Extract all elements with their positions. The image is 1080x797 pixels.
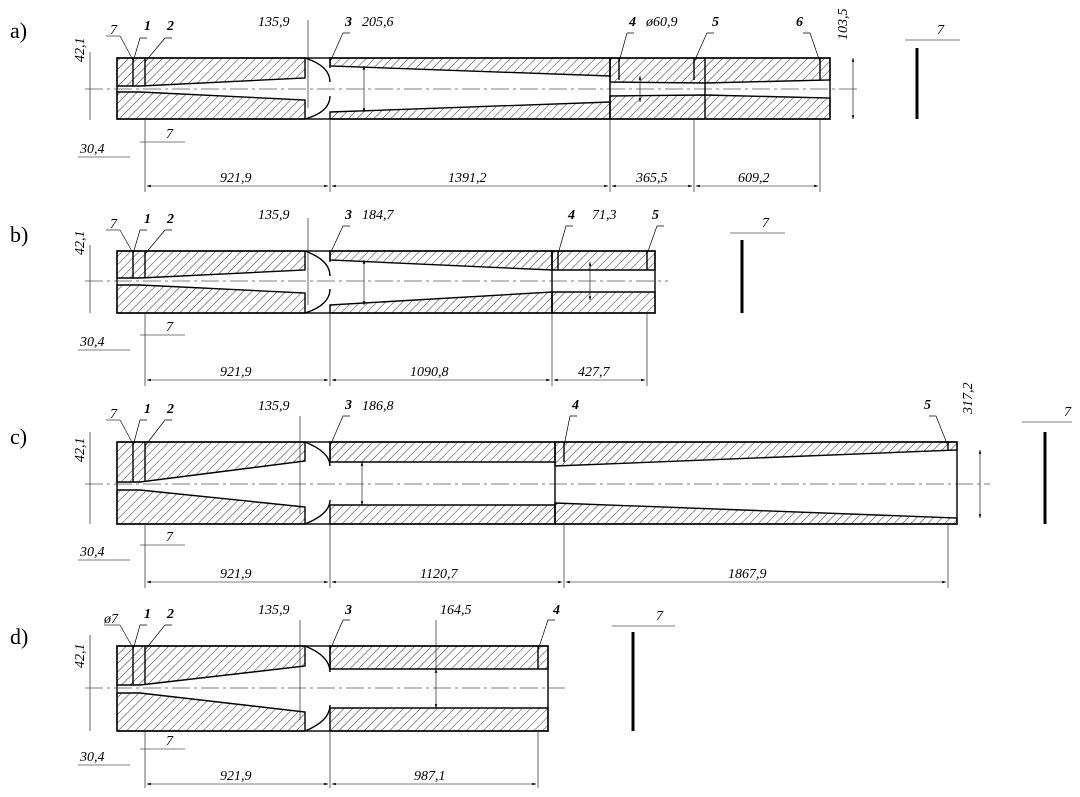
b-dim-d4: 71,3: [592, 208, 617, 223]
b-dim-d3: 184,7: [362, 208, 395, 223]
c-dim-offset: 30,4: [79, 545, 105, 560]
a-dim-len-3: 365,5: [635, 171, 668, 186]
a-outline: [116, 57, 831, 120]
b-dim-gap: 7: [166, 320, 174, 335]
a-dim-taper: 135,9: [258, 15, 290, 30]
c-dim-len-1: 921,9: [220, 567, 252, 582]
d-dim-gap: 7: [166, 734, 174, 749]
d-dim-taper: 135,9: [258, 603, 290, 618]
a-station-6: 6: [796, 15, 803, 30]
c-station-3: 3: [344, 398, 352, 413]
a-station-2: 2: [166, 19, 174, 34]
c-dim-height: 42,1: [73, 438, 88, 463]
b-station-1: 1: [144, 212, 151, 227]
d-dim-len-2: 987,1: [414, 769, 446, 784]
c-dim-d3: 186,8: [362, 399, 394, 414]
a-wall-top-2: [329, 57, 611, 77]
a-dim-len-1: 921,9: [220, 171, 252, 186]
c-dim-taper: 135,9: [258, 399, 290, 414]
b-dim-offset: 30,4: [79, 335, 105, 350]
a-dim-d4: ø60,9: [645, 15, 678, 30]
diagram-d-label: d): [10, 624, 28, 649]
b-dim-len-3: 427,7: [578, 365, 611, 380]
c-dim-len-2: 1120,7: [420, 567, 458, 582]
a-dim-rod: 7: [937, 23, 945, 38]
c-station-1: 1: [144, 402, 151, 417]
c-station-2: 2: [166, 402, 174, 417]
d-dim-height: 42,1: [73, 644, 88, 669]
diagram-c: c) 1 2: [10, 383, 1072, 588]
a-station-5: 5: [712, 15, 719, 30]
d-station-3: 3: [344, 603, 352, 618]
diagram-b: b) 1 2: [10, 208, 785, 386]
diagram-c-label: c): [10, 424, 27, 449]
b-dim-len-2: 1090,8: [410, 365, 449, 380]
diagram-d: d) 1 2 3 4 ø7 42,: [10, 603, 675, 788]
a-wall-bottom-1: [116, 91, 306, 120]
d-dim-offset: 30,4: [79, 750, 105, 765]
c-dim-rod: 7: [1064, 405, 1072, 420]
b-dim-pin: 7: [110, 217, 118, 232]
d-station-2: 2: [166, 607, 174, 622]
a-throat-curve: [304, 57, 331, 120]
a-dim-d3: 205,6: [362, 15, 394, 30]
a-dim-end: 103,5: [836, 9, 851, 41]
a-dim-len-4: 609,2: [738, 171, 770, 186]
a-station-1: 1: [144, 19, 151, 34]
a-dim-offset: 30,4: [79, 142, 105, 157]
a-dim-gap: 7: [166, 127, 174, 142]
b-dim-rod: 7: [762, 216, 770, 231]
a-dim-len-2: 1391,2: [448, 171, 487, 186]
a-station-4: 4: [628, 15, 636, 30]
b-dim-len-1: 921,9: [220, 365, 252, 380]
diagram-a-label: a): [10, 18, 27, 43]
c-station-5: 5: [924, 398, 931, 413]
d-dim-d3: 164,5: [440, 603, 472, 618]
c-dim-len-3: 1867,9: [728, 567, 767, 582]
b-station-5: 5: [652, 208, 659, 223]
a-wall-bottom-3: [609, 94, 831, 120]
c-dim-pin: 7: [110, 407, 118, 422]
b-dim-taper: 135,9: [258, 208, 290, 223]
a-dim-height: 42,1: [73, 38, 88, 63]
b-station-3: 3: [344, 208, 352, 223]
c-dim-end: 317,2: [961, 383, 976, 416]
b-dim-height: 42,1: [73, 231, 88, 256]
a-dim-pin: 7: [110, 23, 118, 38]
a-wall-top-3: [609, 57, 831, 84]
d-station-1: 1: [144, 607, 151, 622]
d-dim-rod: 7: [656, 609, 664, 624]
diagram-a: a): [10, 9, 960, 192]
a-station-3: 3: [344, 15, 352, 30]
c-station-4: 4: [571, 398, 579, 413]
d-station-4: 4: [552, 603, 560, 618]
d-dim-pin: ø7: [103, 612, 119, 627]
diagram-b-label: b): [10, 222, 28, 247]
b-station-4: 4: [567, 208, 575, 223]
d-dim-len-1: 921,9: [220, 769, 252, 784]
c-dim-gap: 7: [166, 530, 174, 545]
b-station-2: 2: [166, 212, 174, 227]
a-wall-bottom-2: [329, 101, 611, 120]
